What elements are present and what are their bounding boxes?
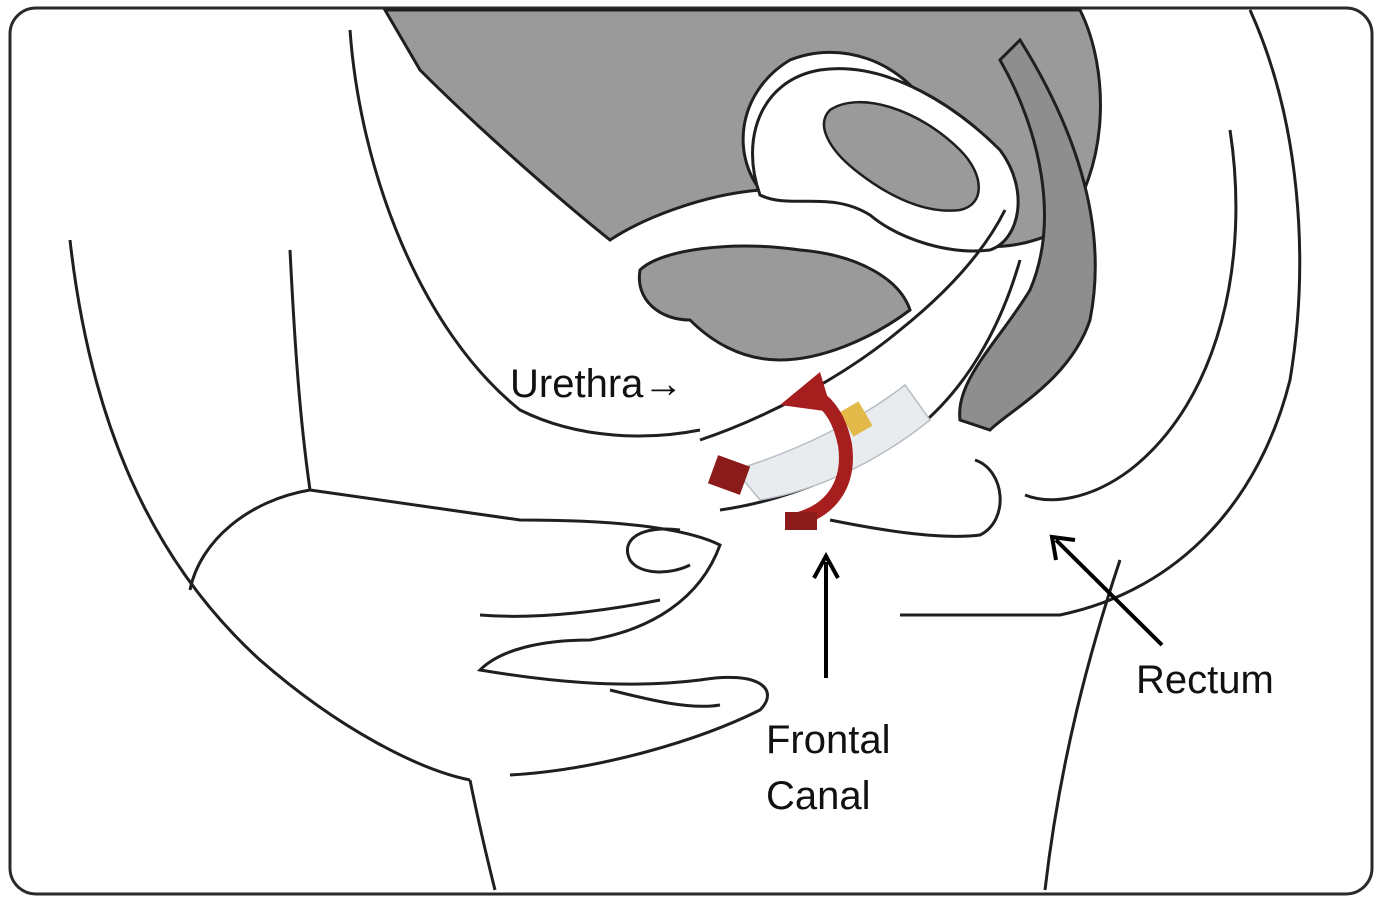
urethra-label-text: Urethra: [510, 362, 643, 406]
frontal-canal-line2: Canal: [766, 768, 891, 824]
grip-bottom: [785, 512, 817, 530]
frontal-canal-label: Frontal Canal: [766, 712, 891, 824]
frontal-canal-line1: Frontal: [766, 712, 891, 768]
urethra-label: Urethra→: [510, 356, 683, 412]
masked-area: [72, 22, 348, 246]
urethra-arrow-glyph: →: [643, 362, 683, 406]
rectum-label: Rectum: [1136, 652, 1274, 708]
